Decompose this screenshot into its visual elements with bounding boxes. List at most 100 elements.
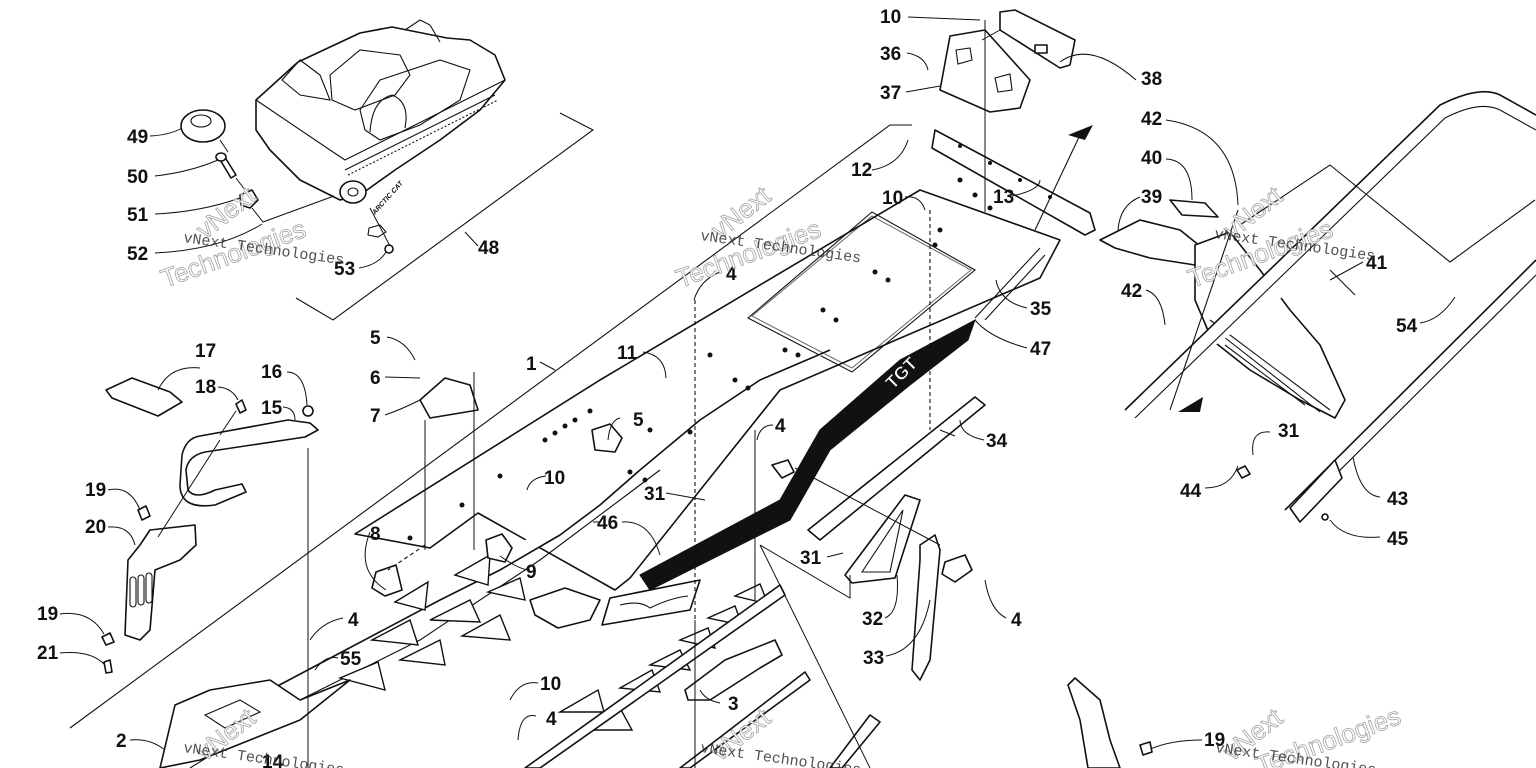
part-33-tow-strap[interactable] <box>911 534 941 681</box>
callout-40[interactable]: 40 <box>1141 148 1162 169</box>
part-53-nut[interactable] <box>367 224 394 254</box>
part-40-reflector[interactable] <box>1169 199 1219 218</box>
callout-20[interactable]: 20 <box>85 517 106 538</box>
callout-1[interactable]: 1 <box>526 354 537 375</box>
callout-10d[interactable]: 10 <box>540 674 561 695</box>
callout-55[interactable]: 55 <box>340 649 362 670</box>
callout-34[interactable]: 34 <box>986 431 1008 452</box>
part-5-grommet[interactable] <box>591 423 623 453</box>
callout-10a[interactable]: 10 <box>880 7 901 28</box>
callout-15[interactable]: 15 <box>261 398 283 419</box>
part-44-screw[interactable] <box>1236 465 1251 479</box>
callout-5a[interactable]: 5 <box>370 328 381 349</box>
callout-47[interactable]: 47 <box>1030 339 1051 360</box>
part-19-nut-a[interactable] <box>137 505 151 521</box>
part-13-rear-bracket[interactable] <box>931 129 1096 236</box>
callout-39[interactable]: 39 <box>1141 187 1162 208</box>
callout-32[interactable]: 32 <box>862 609 883 630</box>
callout-4a[interactable]: 4 <box>726 264 737 285</box>
part-16-nut[interactable] <box>302 405 314 417</box>
callout-35[interactable]: 35 <box>1030 299 1052 320</box>
part-34-rail[interactable] <box>807 396 986 541</box>
bag-brand-logo: ARCTIC CAT <box>371 180 406 217</box>
watermark-5: vNext vNext Technologies <box>699 701 862 768</box>
callout-10b[interactable]: 10 <box>882 188 903 209</box>
callout-44[interactable]: 44 <box>1180 481 1202 502</box>
callout-38[interactable]: 38 <box>1141 69 1162 90</box>
part-43-rear-bumper[interactable] <box>1124 90 1536 523</box>
callout-4b[interactable]: 4 <box>775 416 786 437</box>
callout-labels: 1 2 3 4 4 4 4 4 5 5 6 7 8 9 10 10 10 10 … <box>37 7 1418 768</box>
part-9-grommet[interactable] <box>485 533 513 563</box>
storage-bag-assembly[interactable]: ARCTIC CAT <box>255 19 595 321</box>
callout-31b[interactable]: 31 <box>800 548 822 569</box>
direction-arrow-icon <box>1068 125 1093 140</box>
callout-5b[interactable]: 5 <box>633 410 644 431</box>
part-3-bracket[interactable] <box>679 639 811 768</box>
callout-43[interactable]: 43 <box>1387 489 1408 510</box>
part-50-bolt[interactable] <box>215 152 237 179</box>
part-35-strip[interactable] <box>974 247 1046 321</box>
callout-4d[interactable]: 4 <box>1011 610 1022 631</box>
part-7-bracket[interactable] <box>419 377 479 419</box>
callout-48[interactable]: 48 <box>478 238 499 259</box>
rear-extrusion[interactable] <box>829 714 881 768</box>
callout-10c[interactable]: 10 <box>544 468 565 489</box>
part-4-grommet[interactable] <box>941 554 973 583</box>
callout-4c[interactable]: 4 <box>348 610 359 631</box>
callout-37[interactable]: 37 <box>880 83 901 104</box>
callout-50[interactable]: 50 <box>127 167 148 188</box>
callout-19a[interactable]: 19 <box>85 480 106 501</box>
callout-54[interactable]: 54 <box>1396 316 1418 337</box>
part-39-flap-bracket[interactable] <box>1099 219 1206 266</box>
rivet-strip <box>407 408 593 541</box>
callout-21[interactable]: 21 <box>37 643 59 664</box>
callout-19b[interactable]: 19 <box>37 604 58 625</box>
callout-7[interactable]: 7 <box>370 406 381 427</box>
callout-49[interactable]: 49 <box>127 127 148 148</box>
part-15-rear-bar[interactable] <box>179 419 319 507</box>
callout-14[interactable]: 14 <box>262 752 284 768</box>
side-panel-partial[interactable] <box>1067 677 1153 768</box>
callout-42a[interactable]: 42 <box>1141 109 1162 130</box>
part-17-cover[interactable] <box>105 377 183 417</box>
running-board-cutouts <box>337 553 770 731</box>
callout-11[interactable]: 11 <box>617 343 638 364</box>
callout-16[interactable]: 16 <box>261 362 282 383</box>
callout-31a[interactable]: 31 <box>644 484 666 505</box>
part-20-bracket[interactable] <box>124 524 197 641</box>
watermark-6: vNext Technologies vNext Technologies <box>1214 700 1405 768</box>
callout-6[interactable]: 6 <box>370 368 381 389</box>
callout-36[interactable]: 36 <box>880 44 901 65</box>
callout-13[interactable]: 13 <box>993 187 1014 208</box>
direction-arrow-icon <box>1178 397 1203 412</box>
callout-46[interactable]: 46 <box>597 513 618 534</box>
callout-4e[interactable]: 4 <box>546 709 557 730</box>
callout-42b[interactable]: 42 <box>1121 281 1142 302</box>
part-1-tunnel-assembly[interactable] <box>0 124 1061 768</box>
callout-52[interactable]: 52 <box>127 244 148 265</box>
callout-53[interactable]: 53 <box>334 259 355 280</box>
callout-51[interactable]: 51 <box>127 205 149 226</box>
callout-33[interactable]: 33 <box>863 648 884 669</box>
callout-9[interactable]: 9 <box>526 562 537 583</box>
callout-17[interactable]: 17 <box>195 341 216 362</box>
part-45-nut[interactable] <box>1321 513 1329 521</box>
callout-2[interactable]: 2 <box>116 731 127 752</box>
part-32-bracket[interactable] <box>844 494 921 584</box>
callout-12[interactable]: 12 <box>851 160 872 181</box>
part-51-nut[interactable] <box>239 189 259 209</box>
callout-8[interactable]: 8 <box>370 524 381 545</box>
part-49-knob[interactable] <box>180 109 226 143</box>
part-18-bolt[interactable] <box>235 399 247 414</box>
part-8-grommet[interactable] <box>371 564 403 597</box>
callout-45[interactable]: 45 <box>1387 529 1409 550</box>
callout-41[interactable]: 41 <box>1366 253 1388 274</box>
part-19-nut-b[interactable] <box>101 632 115 646</box>
callout-19c[interactable]: 19 <box>1204 730 1225 751</box>
part-21-screw[interactable] <box>103 659 113 674</box>
callout-18[interactable]: 18 <box>195 377 216 398</box>
callout-31c[interactable]: 31 <box>1278 421 1300 442</box>
callout-3[interactable]: 3 <box>728 694 739 715</box>
